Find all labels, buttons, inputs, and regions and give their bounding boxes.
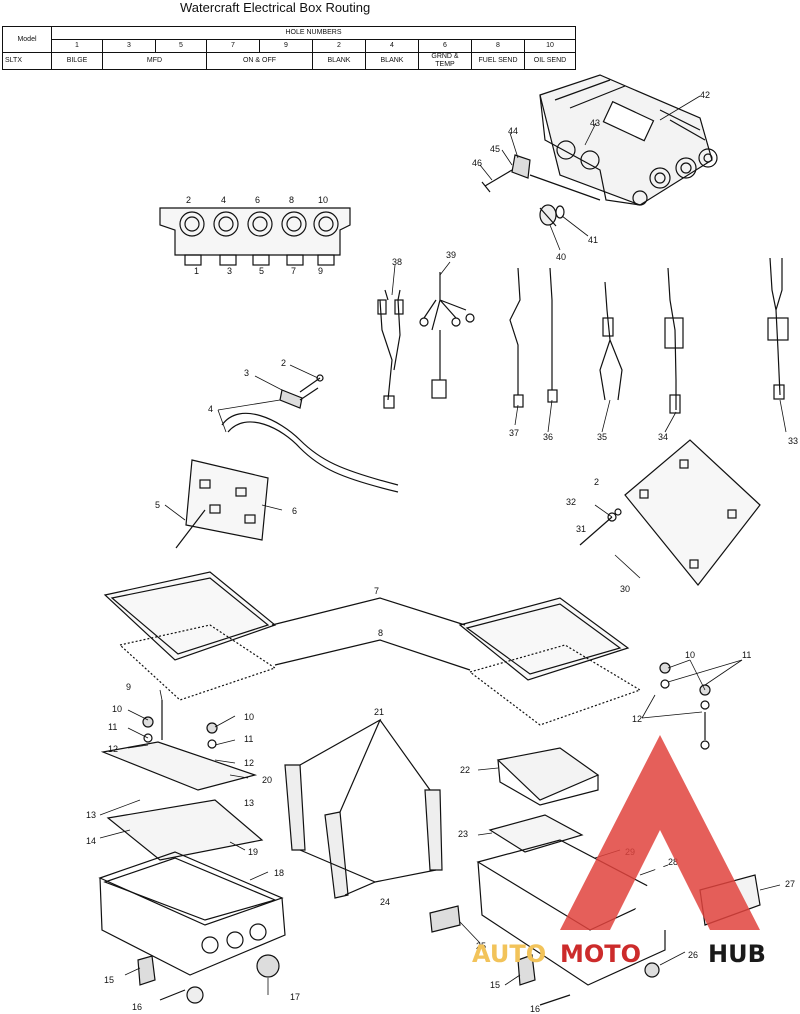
callout-6: 6 bbox=[292, 506, 297, 516]
table-row: SLTX BILGE MFD ON & OFF BLANK BLANK GRND… bbox=[2, 52, 576, 70]
hole-label-3: 3 bbox=[227, 266, 232, 276]
callout-18: 18 bbox=[274, 868, 284, 878]
callout-10-left: 10 bbox=[112, 704, 122, 714]
watermark-auto: AUTO bbox=[472, 940, 546, 968]
callout-12-left: 12 bbox=[108, 744, 118, 754]
callout-42: 42 bbox=[700, 90, 710, 100]
callout-13-right: 13 bbox=[244, 798, 254, 808]
callout-7: 7 bbox=[374, 586, 379, 596]
table-cell: MFD bbox=[102, 52, 207, 70]
hole-label-1: 1 bbox=[194, 266, 199, 276]
callout-21: 21 bbox=[374, 707, 384, 717]
callout-15-left: 15 bbox=[104, 975, 114, 985]
callout-43: 43 bbox=[590, 118, 600, 128]
model-header: Model bbox=[2, 26, 52, 53]
callout-2: 2 bbox=[281, 358, 286, 368]
callout-19: 19 bbox=[248, 847, 258, 857]
callout-10-mid: 10 bbox=[244, 712, 254, 722]
callout-34: 34 bbox=[658, 432, 668, 442]
mounting-plate-assembly bbox=[175, 374, 399, 549]
callout-11-right: 11 bbox=[742, 650, 751, 660]
callout-4: 4 bbox=[208, 404, 213, 414]
callout-24: 24 bbox=[380, 897, 390, 907]
hole-block bbox=[159, 207, 351, 266]
callout-28: 28 bbox=[668, 857, 678, 867]
callout-44: 44 bbox=[508, 126, 518, 136]
hole-label-5: 5 bbox=[259, 266, 264, 276]
lower-left-box bbox=[98, 700, 286, 1004]
table-cell: GRND & TEMP bbox=[418, 52, 472, 70]
straps bbox=[284, 718, 443, 899]
callout-labels: 2 3 4 5 6 7 8 9 10 10 10 11 11 11 12 12 … bbox=[86, 90, 798, 1014]
hole-numbers-table: Model HOLE NUMBERS 1 3 5 7 9 2 4 6 8 10 … bbox=[2, 26, 576, 70]
callout-22: 22 bbox=[460, 765, 470, 775]
watermark-logo: AUTO MOTO HUB bbox=[472, 735, 766, 968]
hole-label-4: 4 bbox=[221, 195, 226, 205]
callout-14: 14 bbox=[86, 836, 96, 846]
table-cell: BLANK bbox=[312, 52, 366, 70]
callout-16-left: 16 bbox=[132, 1002, 142, 1012]
callout-37: 37 bbox=[509, 428, 519, 438]
table-cell: OIL SEND bbox=[524, 52, 576, 70]
callout-12-mid: 12 bbox=[244, 758, 254, 768]
hole-label-9: 9 bbox=[318, 266, 323, 276]
callout-27: 27 bbox=[785, 879, 795, 889]
callout-11-left: 11 bbox=[108, 722, 117, 732]
hole-label-2: 2 bbox=[186, 195, 191, 205]
hole-label-7: 7 bbox=[291, 266, 296, 276]
callout-23: 23 bbox=[458, 829, 468, 839]
hole-label-8: 8 bbox=[289, 195, 294, 205]
callout-13-left: 13 bbox=[86, 810, 96, 820]
lid-gaskets bbox=[103, 571, 642, 726]
callout-46: 46 bbox=[472, 158, 482, 168]
callout-3: 3 bbox=[244, 368, 249, 378]
callout-39: 39 bbox=[446, 250, 456, 260]
callout-45: 45 bbox=[490, 144, 500, 154]
callout-41: 41 bbox=[588, 235, 598, 245]
wire-harnesses bbox=[377, 257, 789, 414]
hole-number: 10 bbox=[524, 39, 576, 53]
electrical-box-assembly bbox=[481, 74, 718, 227]
callout-30: 30 bbox=[620, 584, 630, 594]
diagram-title: Watercraft Electrical Box Routing bbox=[180, 0, 371, 15]
callout-25: 25 bbox=[476, 941, 486, 951]
callout-15-right: 15 bbox=[490, 980, 500, 990]
callout-40: 40 bbox=[556, 252, 566, 262]
callout-9: 9 bbox=[126, 682, 131, 692]
callout-2-right: 2 bbox=[594, 477, 599, 487]
watermark-moto: MOTO bbox=[560, 940, 641, 968]
callout-32: 32 bbox=[566, 497, 576, 507]
callout-11-mid: 11 bbox=[244, 734, 253, 744]
plate-30 bbox=[579, 439, 761, 586]
callout-35: 35 bbox=[597, 432, 607, 442]
callout-16-right: 16 bbox=[530, 1004, 540, 1014]
table-header-row: Model HOLE NUMBERS bbox=[2, 26, 576, 53]
hole-label-10: 10 bbox=[318, 195, 328, 205]
callout-17: 17 bbox=[290, 992, 300, 1002]
callout-12-right: 12 bbox=[632, 714, 642, 724]
watermark-hub: HUB bbox=[708, 940, 766, 968]
callout-10-right: 10 bbox=[685, 650, 695, 660]
callout-20: 20 bbox=[262, 775, 272, 785]
callout-38: 38 bbox=[392, 257, 402, 267]
callout-31: 31 bbox=[576, 524, 586, 534]
hole-label-6: 6 bbox=[255, 195, 260, 205]
callout-36: 36 bbox=[543, 432, 553, 442]
callout-33: 33 bbox=[788, 436, 798, 446]
callout-26: 26 bbox=[688, 950, 698, 960]
callout-8: 8 bbox=[378, 628, 383, 638]
callout-5: 5 bbox=[155, 500, 160, 510]
